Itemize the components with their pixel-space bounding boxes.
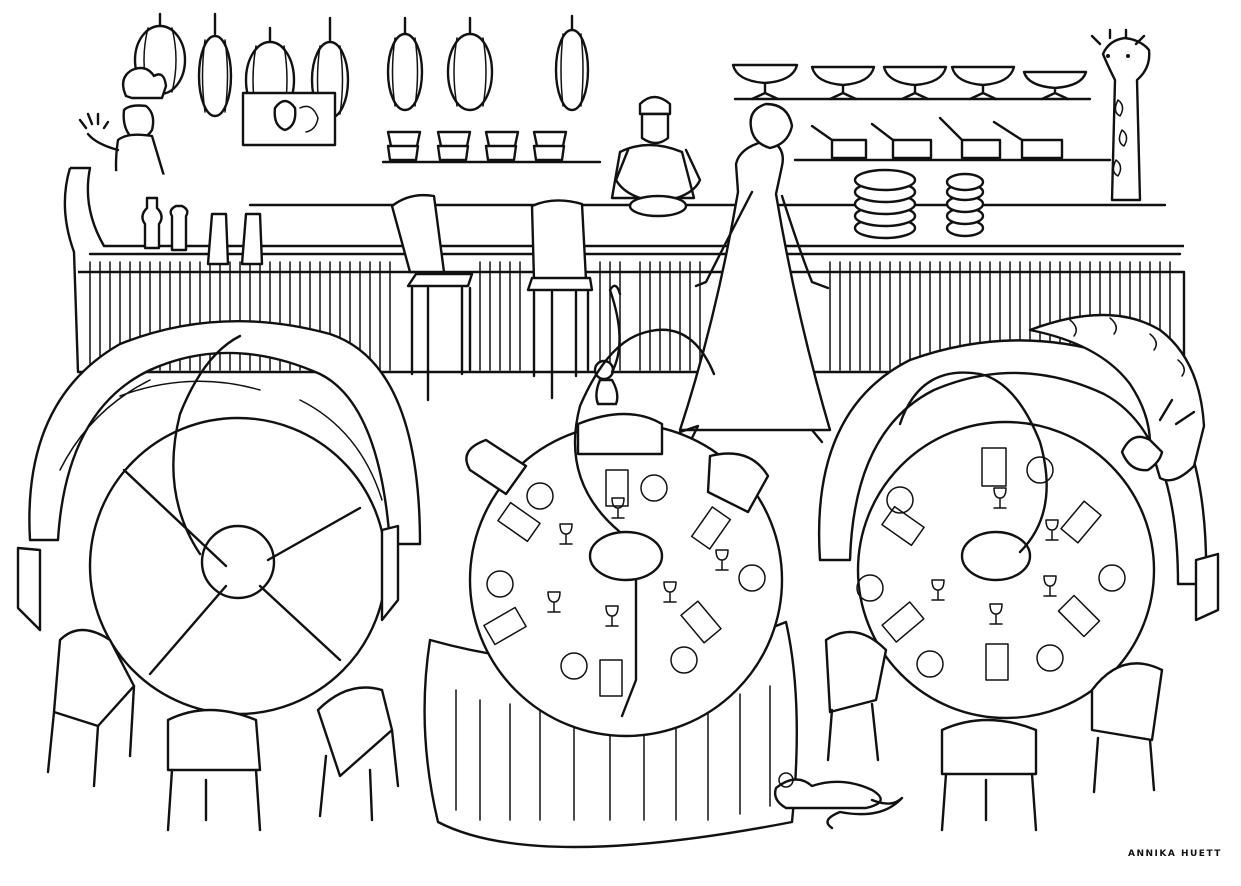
lantern <box>446 16 494 112</box>
waiter-figure <box>610 95 702 218</box>
place-settings <box>483 469 766 697</box>
monkey-figure <box>593 284 622 406</box>
bar-stools <box>390 193 594 402</box>
giraffe-foreground <box>1028 313 1206 482</box>
giraffe-background <box>1090 28 1151 202</box>
lantern <box>386 16 424 112</box>
left-dining-table <box>16 320 422 716</box>
front-chairs <box>46 628 1164 832</box>
center-table-chairs <box>465 412 770 514</box>
framed-portrait <box>241 91 337 147</box>
plate-stacks <box>853 168 985 240</box>
back-shelves <box>381 63 1112 164</box>
lantern <box>197 12 233 118</box>
mouse-figure <box>773 772 904 830</box>
coupe-glasses <box>731 63 1088 101</box>
right-dining-table <box>817 339 1220 720</box>
saucepans <box>810 116 1064 160</box>
bar-counter <box>63 166 1186 374</box>
place-settings <box>856 447 1126 681</box>
center-dining-table <box>423 328 798 849</box>
woman-figure <box>678 102 832 444</box>
hanging-lanterns <box>133 12 590 120</box>
lantern <box>554 14 590 112</box>
bowl-stack <box>386 130 568 162</box>
artist-signature: ANNIKA HUETT <box>1128 849 1222 859</box>
